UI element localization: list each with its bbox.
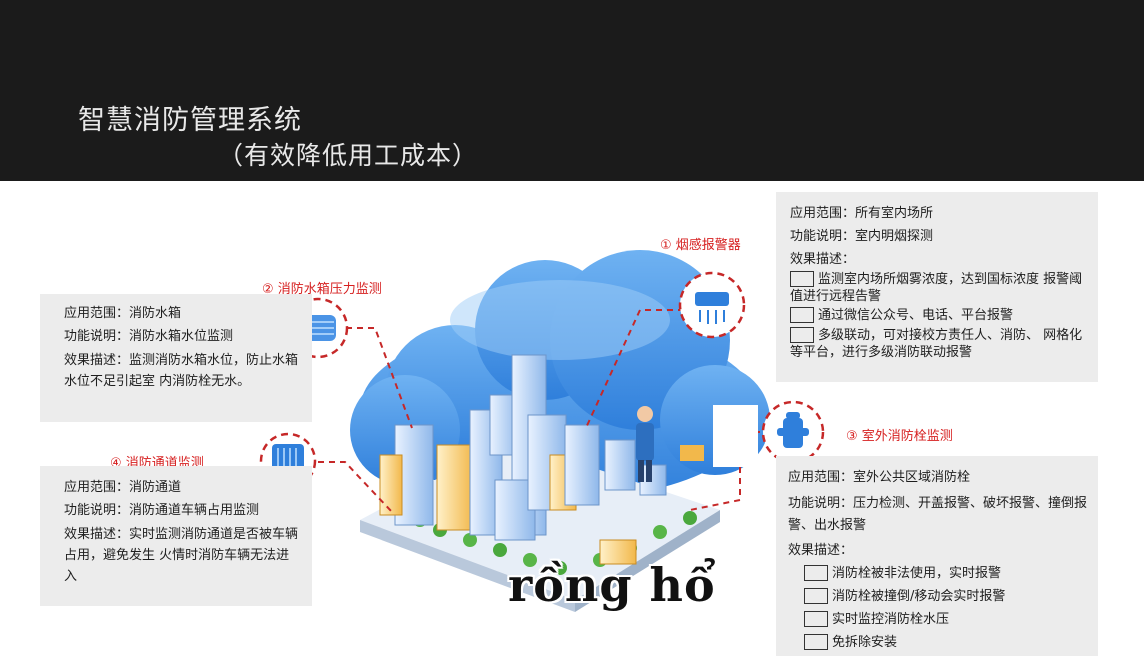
page-subtitle: （有效降低用工成本） [218, 141, 479, 170]
person-figure [636, 406, 704, 482]
blank-patch [713, 405, 758, 467]
passage-scope: 应用范围：消防通道 [64, 480, 182, 495]
watermark-text: rồng hổ [508, 558, 716, 612]
smoke-effect-item: 多级联动，可对接校方责任人、消防、 网格化等平台，进行多级消防联动报警 [790, 326, 1083, 360]
hydrant-effect-title: 效果描述： [788, 543, 854, 558]
hydrant-effect-item: 消防栓被非法使用，实时报警 [788, 562, 1088, 585]
hydrant-scope: 应用范围：室外公共区域消防栓 [788, 470, 971, 485]
smoke-scope: 应用范围：所有室内场所 [790, 206, 934, 221]
checkbox-icon [790, 326, 814, 343]
water-tank-label: ② 消防水箱压力监测 [262, 282, 382, 297]
hydrant-callout [761, 400, 825, 464]
hydrant-effect-item: 实时监控消防栓水压 [788, 608, 1088, 631]
hydrant-effect-item: 免拆除安装 [788, 631, 1088, 654]
hydrant-effect-item: 消防栓被撞倒/移动会实时报警 [788, 585, 1088, 608]
checkbox-icon [790, 270, 814, 287]
smoke-detector-label: ① 烟感报警器 [660, 238, 741, 253]
connector-lines [318, 309, 760, 513]
checkbox-icon [804, 587, 828, 604]
hydrant-function: 功能说明：压力检测、开盖报警、破坏报警、撞倒报警、出水报警 [788, 496, 1088, 533]
smoke-effect-item: 监测室内场所烟雾浓度，达到国标浓度 报警阈值进行远程告警 [790, 270, 1083, 304]
checkbox-icon [804, 564, 828, 581]
tank-effect: 效果描述：监测消防水箱水位，防止水箱水位不足引起室 内消防栓无水。 [64, 353, 299, 389]
tank-scope: 应用范围：消防水箱 [64, 306, 182, 321]
smoke-function: 功能说明：室内明烟探测 [790, 229, 934, 244]
tank-function: 功能说明：消防水箱水位监测 [64, 329, 234, 344]
checkbox-icon [790, 306, 814, 323]
city-buildings [379, 354, 667, 565]
header-banner: 智慧消防管理系统 （有效降低用工成本） [0, 0, 1144, 181]
smoke-detector-box: 应用范围：所有室内场所 功能说明：室内明烟探测 效果描述： 监测室内场所烟雾浓度… [776, 192, 1098, 382]
hydrant-label: ③ 室外消防栓监测 [846, 429, 953, 444]
checkbox-icon [804, 633, 828, 650]
passage-function: 功能说明：消防通道车辆占用监测 [64, 503, 260, 518]
page-title: 智慧消防管理系统 [78, 105, 302, 136]
hydrant-box: 应用范围：室外公共区域消防栓 功能说明：压力检测、开盖报警、破坏报警、撞倒报警、… [776, 456, 1098, 656]
fire-passage-box: 应用范围：消防通道 功能说明：消防通道车辆占用监测 效果描述：实时监测消防通道是… [40, 466, 312, 606]
checkbox-icon [804, 610, 828, 627]
smoke-effect-title: 效果描述： [790, 252, 856, 267]
passage-effect: 效果描述：实时监测消防通道是否被车辆占用，避免发生 火情时消防车辆无法进入 [64, 527, 299, 584]
water-tank-box: 应用范围：消防水箱 功能说明：消防水箱水位监测 效果描述：监测消防水箱水位，防止… [40, 294, 312, 422]
smoke-detector-callout [678, 271, 746, 339]
smoke-effect-item: 通过微信公众号、电话、平台报警 [790, 305, 1098, 327]
